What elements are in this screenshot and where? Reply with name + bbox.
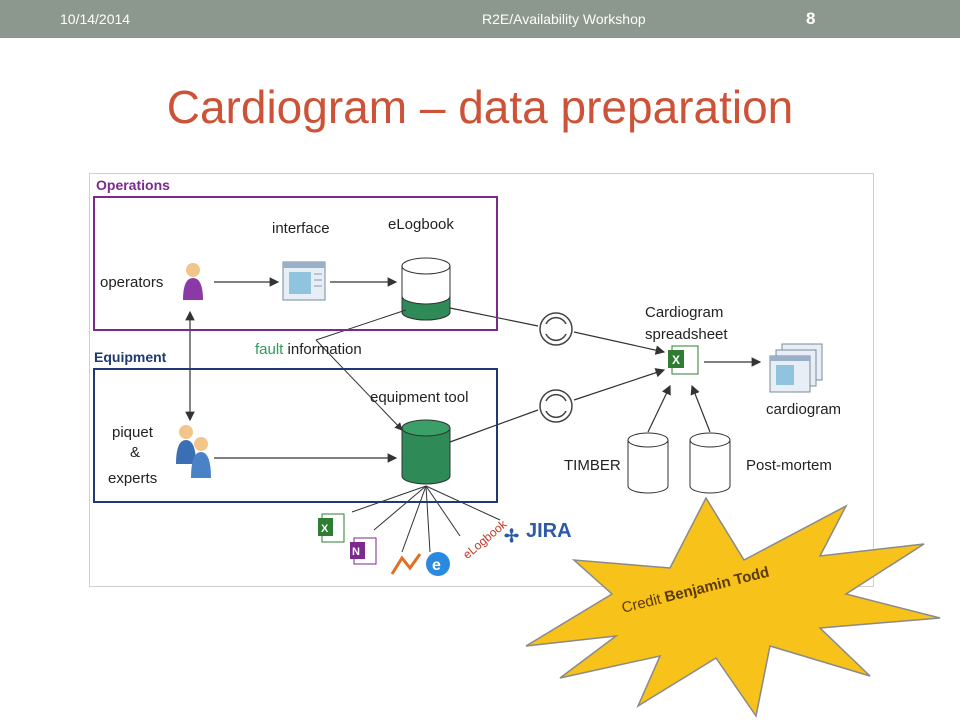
cardiogram-spreadsheet-label-line1: Cardiogram [645, 304, 724, 321]
sync-cycle-icon-top [539, 312, 573, 346]
credit-starburst [520, 496, 950, 720]
equipment-tool-label: equipment tool [370, 389, 469, 406]
operations-box [93, 196, 498, 331]
jira-label: JIRA [526, 520, 572, 542]
jira-logo-icon: ✢ [504, 526, 519, 546]
cardiogram-label: cardiogram [766, 401, 842, 418]
interface-label: interface [272, 220, 330, 237]
svg-text:X: X [321, 523, 329, 535]
fault-word: fault [255, 341, 284, 358]
slide-title: Cardiogram – data preparation [166, 81, 794, 133]
information-word: information [287, 341, 362, 358]
svg-text:✢: ✢ [504, 526, 519, 546]
experts-label: experts [108, 470, 158, 487]
equipment-section-label: Equipment [94, 349, 167, 365]
ampersand-label: & [130, 444, 141, 461]
elogbook-logo-icon: eLogbook [460, 516, 510, 561]
operations-section-label: Operations [96, 177, 170, 193]
header-title: R2E/Availability Workshop [482, 11, 646, 27]
internet-explorer-icon: e [426, 552, 450, 576]
equipment-box [93, 368, 498, 503]
post-mortem-label: Post-mortem [746, 457, 832, 474]
diagram-canvas: X X [176, 257, 823, 576]
fault-information-label: fault information [255, 341, 362, 358]
equipment-tool-database-icon [401, 419, 451, 485]
timber-label: TIMBER [564, 457, 621, 474]
elogbook-label: eLogbook [388, 216, 454, 233]
sync-cycle-icon-bottom [539, 389, 573, 423]
page-number: 8 [806, 9, 816, 28]
svg-text:N: N [352, 546, 360, 558]
experts-person-icon [176, 425, 211, 478]
header-bar: 10/14/2014 R2E/Availability Workshop 8 [0, 0, 960, 38]
data-flow-diagram: X X [89, 173, 874, 587]
svg-text:e: e [432, 557, 441, 574]
timber-database-icon [627, 432, 669, 494]
piquet-label: piquet [112, 424, 153, 441]
svg-text:eLogbook: eLogbook [460, 516, 510, 561]
post-mortem-database-icon [689, 432, 731, 494]
excel-spreadsheet-icon: X [668, 345, 699, 375]
onenote-tool-icon: N [350, 537, 377, 565]
operators-label: operators [100, 274, 164, 291]
cardiogram-spreadsheet-label-line2: spreadsheet [645, 326, 728, 343]
starburst-shape [525, 496, 941, 718]
cardiogram-windows-icon [769, 343, 823, 393]
elogbook-database-icon [401, 257, 451, 321]
operator-person-icon [183, 263, 203, 300]
svg-text:X: X [672, 353, 680, 367]
excel-tool-icon: X [318, 513, 345, 543]
chart-tool-icon [390, 553, 422, 575]
interface-window-icon [282, 261, 326, 301]
header-date: 10/14/2014 [60, 11, 131, 27]
